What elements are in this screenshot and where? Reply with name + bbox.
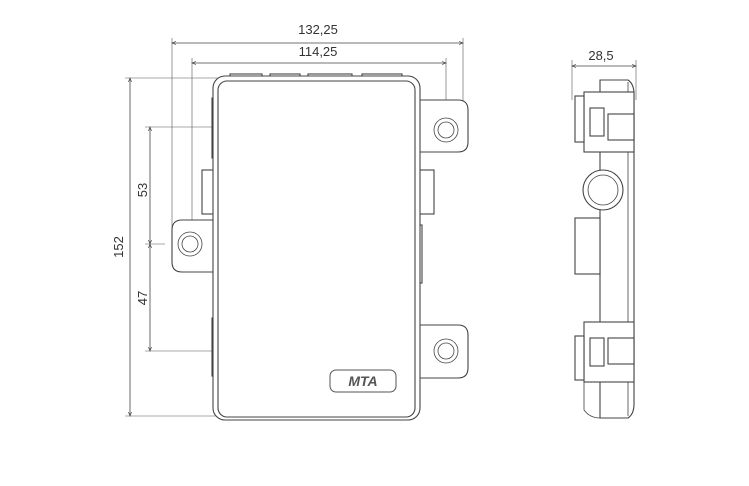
- mounting-ear-bottom-right: [417, 324, 469, 379]
- svg-text:MTA: MTA: [348, 373, 377, 389]
- mta-logo: MTA: [329, 369, 397, 393]
- dimension-overall-width: 132,25: [172, 22, 463, 232]
- dim-label-53: 53: [135, 183, 150, 197]
- dim-label-28: 28,5: [588, 48, 613, 63]
- dim-label-114: 114,25: [299, 44, 338, 59]
- mounting-ear-top-right: [417, 99, 469, 153]
- dim-label-132: 132,25: [298, 22, 338, 37]
- front-view: MTA: [171, 73, 469, 421]
- dimension-height: 152: [111, 78, 228, 416]
- dimension-inner-width: 114,25: [192, 44, 446, 236]
- mounting-ear-left: [171, 219, 217, 273]
- dim-label-47: 47: [135, 291, 150, 305]
- side-view: 28,5: [572, 48, 636, 419]
- dim-label-152: 152: [111, 236, 126, 258]
